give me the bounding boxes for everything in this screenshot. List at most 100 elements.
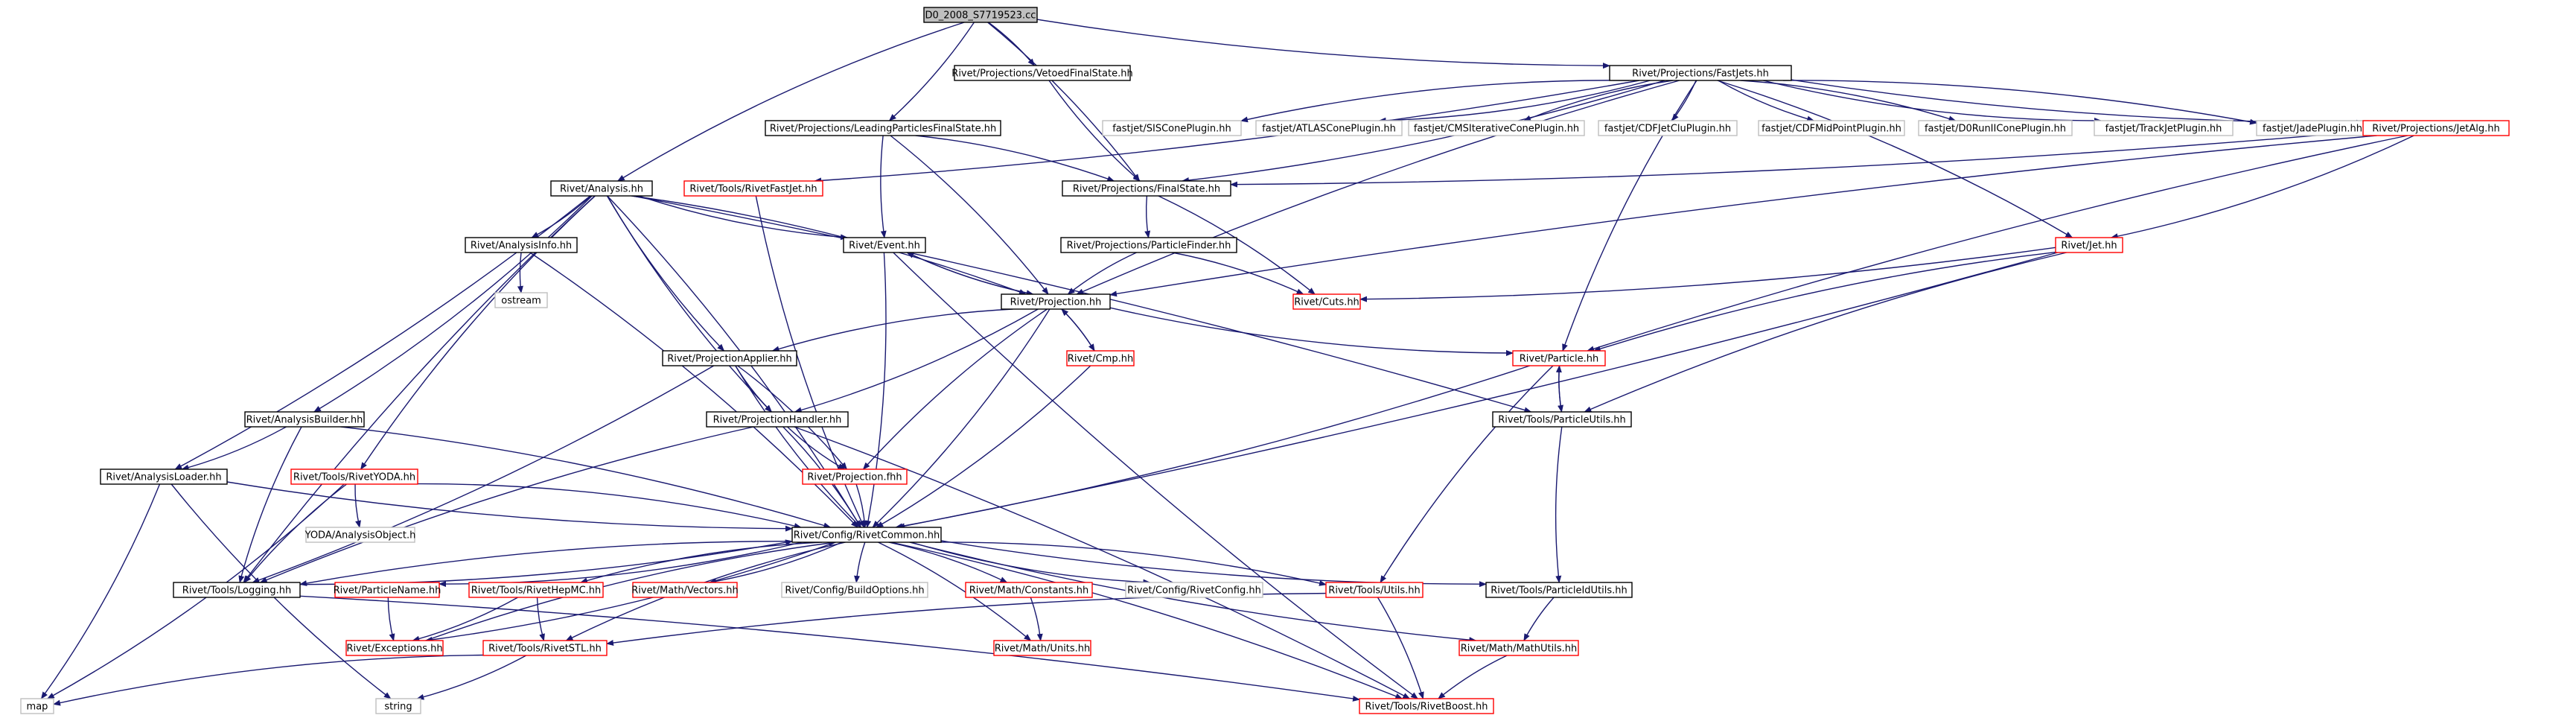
node-box xyxy=(1408,120,1585,136)
node-ryoda[interactable]: Rivet/Tools/RivetYODA.hh xyxy=(290,469,418,485)
edge-analysis-to-ryoda xyxy=(360,195,596,470)
node-root[interactable]: D0_2008_S7719523.cc xyxy=(923,7,1038,23)
node-pfhh[interactable]: Rivet/Projection.fhh xyxy=(802,469,908,485)
node-proj[interactable]: Rivet/Projection.hh xyxy=(1001,293,1111,310)
node-label: Rivet/Tools/RivetHepMC.hh xyxy=(471,585,602,597)
edge-ainfo-to-rcommon xyxy=(529,252,858,528)
edge-analysis-to-proj xyxy=(631,195,1027,295)
node-box xyxy=(173,582,301,598)
node-rcommon[interactable]: Rivet/Config/RivetCommon.hh xyxy=(791,527,942,543)
node-pname[interactable]: Rivet/ParticleName.hh xyxy=(334,582,441,598)
node-vfs[interactable]: Rivet/Projections/VetoedFinalState.hh xyxy=(951,65,1133,81)
edge-analysis-to-ainfo xyxy=(531,195,592,238)
node-label: Rivet/Projections/FastJets.hh xyxy=(1632,69,1769,80)
node-label: Rivet/Projections/VetoedFinalState.hh xyxy=(951,69,1132,80)
node-box xyxy=(1255,120,1403,136)
node-label: Rivet/Projections/LeadingParticlesFinalS… xyxy=(770,124,996,135)
edge-proj-to-rcommon xyxy=(872,308,1051,528)
node-box xyxy=(954,65,1131,81)
node-munits[interactable]: Rivet/Math/Units.hh xyxy=(993,640,1091,656)
node-rstl[interactable]: Rivet/Tools/RivetSTL.hh xyxy=(482,640,608,656)
edge-exceptions-to-rcommon xyxy=(425,540,837,641)
node-jet[interactable]: Rivet/Jet.hh xyxy=(2055,237,2123,253)
node-logging[interactable]: Rivet/Tools/Logging.hh xyxy=(173,582,301,598)
node-bopts: Rivet/Config/BuildOptions.hh xyxy=(781,582,928,598)
edge-rcommon-to-logging xyxy=(299,540,793,586)
edge-papp-to-rcommon xyxy=(735,365,861,528)
node-exceptions[interactable]: Rivet/Exceptions.hh xyxy=(345,640,444,656)
node-pf[interactable]: Rivet/Projections/ParticleFinder.hh xyxy=(1060,237,1237,253)
edge-particle-to-tutils xyxy=(1380,365,1554,583)
edge-analysis-to-event xyxy=(638,195,848,241)
edge-mconst-to-munits xyxy=(1030,597,1043,641)
node-vectors[interactable]: Rivet/Math/Vectors.hh xyxy=(631,582,739,598)
node-hepmc[interactable]: Rivet/Tools/RivetHepMC.hh xyxy=(468,582,604,598)
node-jetalg[interactable]: Rivet/Projections/JetAlg.hh xyxy=(2362,120,2510,136)
node-pidutils[interactable]: Rivet/Tools/ParticleIdUtils.hh xyxy=(1485,582,1633,598)
node-label: Rivet/Projection.hh xyxy=(1010,297,1102,308)
edge-rcommon-to-mutils xyxy=(909,541,1477,644)
node-box xyxy=(1001,293,1111,310)
edge-rcommon-to-exceptions xyxy=(424,541,836,643)
node-mutils[interactable]: Rivet/Math/MathUtils.hh xyxy=(1458,640,1579,656)
node-box xyxy=(334,582,440,598)
node-aloader[interactable]: Rivet/AnalysisLoader.hh xyxy=(100,469,228,485)
node-mconst[interactable]: Rivet/Math/Constants.hh xyxy=(965,582,1093,598)
node-tutils[interactable]: Rivet/Tools/Utils.hh xyxy=(1325,582,1424,598)
edge-fj-to-track xyxy=(1762,80,2102,124)
edge-root-to-fs xyxy=(987,22,1141,182)
node-label: D0_2008_S7719523.cc xyxy=(925,10,1036,22)
edge-rcommon-to-rboost xyxy=(890,541,1403,699)
edge-pf-to-proj xyxy=(1067,252,1137,295)
node-label: fastjet/CMSIterativeConePlugin.hh xyxy=(1414,124,1579,135)
node-putils[interactable]: Rivet/Tools/ParticleUtils.hh xyxy=(1492,411,1632,428)
node-rboost[interactable]: Rivet/Tools/RivetBoost.hh xyxy=(1359,698,1494,714)
node-box xyxy=(305,527,415,543)
node-cuts[interactable]: Rivet/Cuts.hh xyxy=(1292,293,1361,310)
edge-event-to-rboost xyxy=(893,252,1419,699)
node-label: Rivet/Projections/JetAlg.hh xyxy=(2372,124,2500,135)
node-rfj[interactable]: Rivet/Tools/RivetFastJet.hh xyxy=(683,180,823,197)
node-label: Rivet/Projections/ParticleFinder.hh xyxy=(1067,241,1231,252)
node-label: Rivet/Projection.fhh xyxy=(807,472,902,483)
node-particle[interactable]: Rivet/Particle.hh xyxy=(1512,350,1606,366)
node-box xyxy=(345,640,444,656)
node-ostream: ostream xyxy=(494,292,548,308)
edge-fj-to-jetalg xyxy=(1791,79,2364,126)
edge-root-to-analysis xyxy=(616,22,965,182)
node-event[interactable]: Rivet/Event.hh xyxy=(843,237,926,253)
node-label: Rivet/Tools/Logging.hh xyxy=(182,585,291,597)
node-label: fastjet/JadePlugin.hh xyxy=(2263,124,2362,135)
edge-hepmc-to-exceptions xyxy=(412,597,518,642)
edge-jet-to-particle xyxy=(1593,251,2056,352)
node-cmp[interactable]: Rivet/Cmp.hh xyxy=(1066,350,1135,366)
node-label: Rivet/Tools/RivetBoost.hh xyxy=(1365,702,1488,713)
node-box xyxy=(1918,120,2073,136)
node-fs[interactable]: Rivet/Projections/FinalState.hh xyxy=(1062,180,1231,197)
node-jade: fastjet/JadePlugin.hh xyxy=(2256,120,2369,136)
node-cdfclu: fastjet/CDFJetCluPlugin.hh xyxy=(1598,120,1738,136)
node-fj[interactable]: Rivet/Projections/FastJets.hh xyxy=(1609,65,1792,81)
edge-fj-to-atlas xyxy=(1378,80,1651,124)
node-label: fastjet/CDFJetCluPlugin.hh xyxy=(1604,124,1731,135)
node-label: Rivet/AnalysisBuilder.hh xyxy=(246,415,363,426)
node-ainfo[interactable]: Rivet/AnalysisInfo.hh xyxy=(465,237,578,253)
edge-fs-to-cuts xyxy=(1158,195,1316,295)
edge-abuilder-to-aloader xyxy=(181,426,287,471)
node-papp[interactable]: Rivet/ProjectionApplier.hh xyxy=(662,350,797,366)
node-abuilder[interactable]: Rivet/AnalysisBuilder.hh xyxy=(244,411,365,428)
node-label: Rivet/Config/RivetCommon.hh xyxy=(794,530,940,541)
node-label: Rivet/Math/MathUtils.hh xyxy=(1461,644,1577,655)
node-label: Rivet/ParticleName.hh xyxy=(334,585,441,597)
node-map: map xyxy=(20,698,54,714)
node-phandler[interactable]: Rivet/ProjectionHandler.hh xyxy=(706,411,849,428)
node-label: Rivet/Cmp.hh xyxy=(1068,354,1133,365)
node-box xyxy=(2055,237,2123,253)
node-lpfs[interactable]: Rivet/Projections/LeadingParticlesFinalS… xyxy=(765,120,1001,136)
node-label: Rivet/Analysis.hh xyxy=(560,184,643,195)
node-label: Rivet/Particle.hh xyxy=(1520,354,1598,365)
edge-ryoda-to-rcommon xyxy=(417,483,802,529)
node-analysis[interactable]: Rivet/Analysis.hh xyxy=(550,180,653,197)
node-label: Rivet/Config/BuildOptions.hh xyxy=(785,585,924,597)
